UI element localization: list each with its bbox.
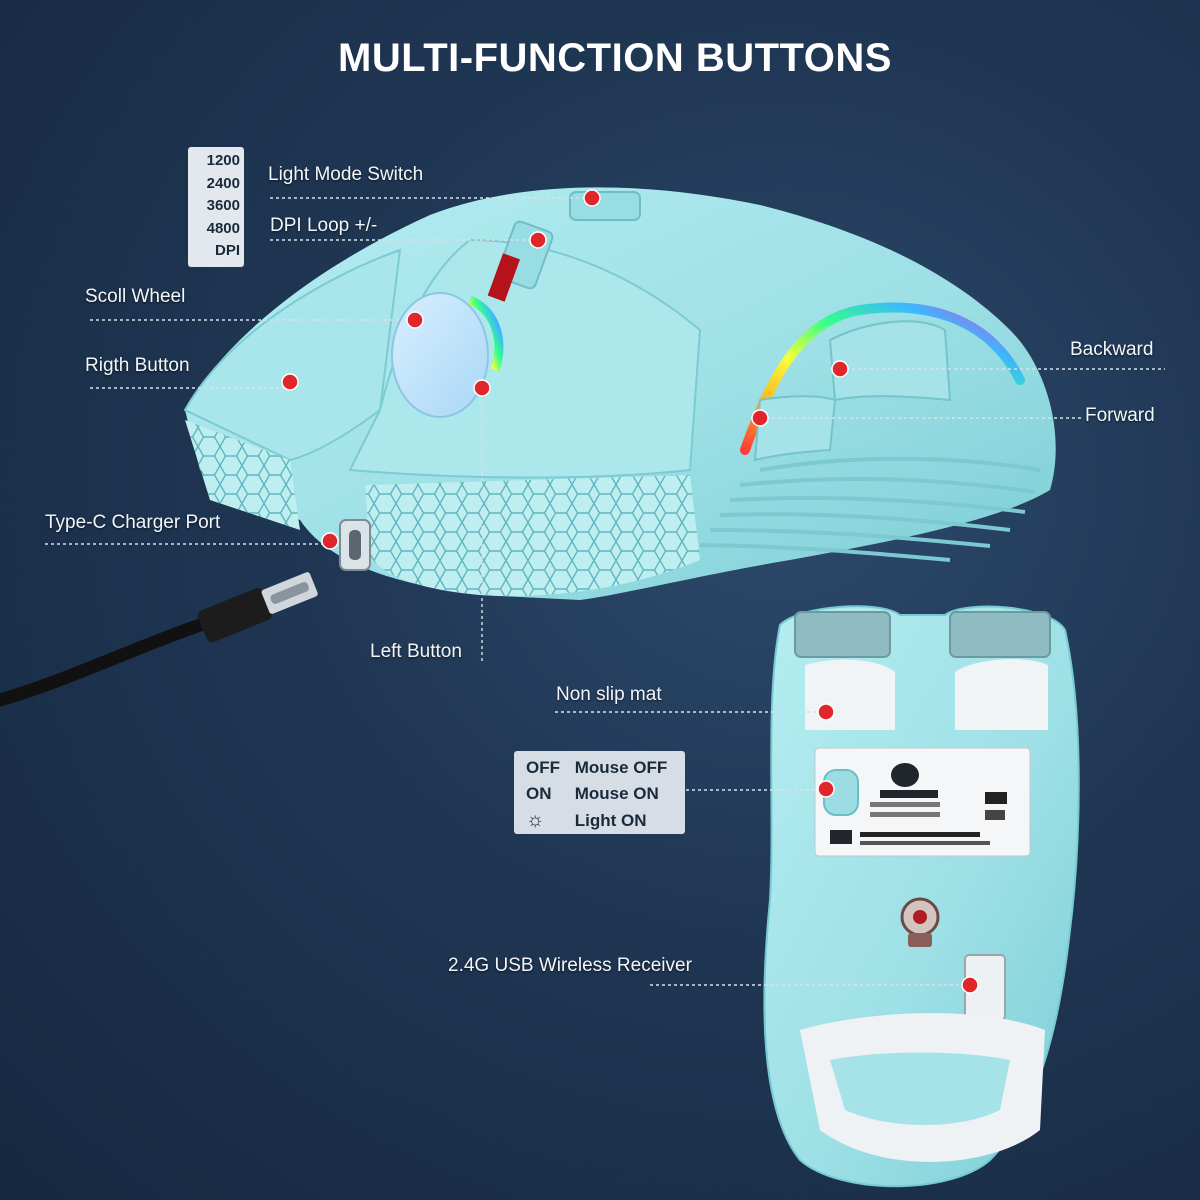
label-light-mode-switch: Light Mode Switch: [268, 164, 424, 185]
label-type-c-port: Type-C Charger Port: [45, 512, 221, 533]
marker-non-slip: [817, 703, 835, 721]
label-right-button: Rigth Button: [85, 355, 190, 376]
switch-row-off: OFF Mouse OFF: [526, 755, 685, 781]
dpi-value: 3600: [206, 197, 240, 214]
switch-value: Light ON: [574, 811, 647, 830]
marker-light-mode: [583, 189, 601, 207]
label-dpi-loop: DPI Loop +/-: [270, 215, 378, 236]
leader-lines: [45, 197, 1165, 986]
dpi-unit: DPI: [214, 242, 240, 259]
side-button-backward: [828, 320, 952, 402]
label-scroll-wheel: Scoll Wheel: [85, 286, 186, 307]
label-usb-receiver: 2.4G USB Wireless Receiver: [448, 955, 692, 976]
right-button-shape: [183, 248, 402, 462]
grill-strip-right: [949, 611, 1051, 658]
power-switch-legend: OFF Mouse OFF ON Mouse ON ☼ Light ON: [514, 751, 685, 834]
side-button-forward: [753, 395, 837, 462]
light-switch-shape: [569, 191, 641, 221]
marker-forward: [751, 409, 769, 427]
markers: [281, 189, 979, 994]
marker-dpi: [529, 231, 547, 249]
marker-backward: [831, 360, 849, 378]
usb-cable: [0, 608, 237, 707]
grill-strip-left: [794, 611, 891, 658]
switch-key: OFF: [526, 758, 560, 777]
marker-right-button: [281, 373, 299, 391]
skate-top-left: [805, 659, 895, 730]
switch-key: ON: [526, 784, 552, 803]
dpi-value: 1200: [206, 152, 240, 169]
label-left-button: Left Button: [370, 641, 462, 662]
label-backward: Backward: [1070, 339, 1154, 360]
dpi-value: 2400: [206, 174, 240, 192]
marker-power-switch: [817, 780, 835, 798]
sun-icon: ☼: [526, 809, 545, 831]
label-non-slip-mat: Non slip mat: [556, 684, 662, 705]
dpi-levels-box: 1200 2400 3600 4800 DPI: [188, 147, 244, 267]
rgb-strip: [740, 302, 1025, 455]
label-forward: Forward: [1085, 405, 1155, 426]
switch-value: Mouse OFF: [574, 758, 668, 777]
dpi-value: 4800: [206, 219, 240, 237]
switch-row-light: ☼ Light ON: [526, 807, 685, 833]
scroll-wheel-shape: [391, 292, 489, 418]
skate-top-right: [955, 659, 1048, 730]
marker-scroll-wheel: [406, 311, 424, 329]
switch-value: Mouse ON: [574, 784, 659, 803]
usb-c-connector: [197, 572, 318, 643]
marker-left-button: [473, 379, 491, 397]
marker-receiver: [961, 976, 979, 994]
marker-type-c: [321, 532, 339, 550]
page-title: MULTI-FUNCTION BUTTONS: [338, 36, 892, 80]
side-ridges: [699, 456, 1041, 562]
switch-row-on: ON Mouse ON: [526, 781, 685, 807]
